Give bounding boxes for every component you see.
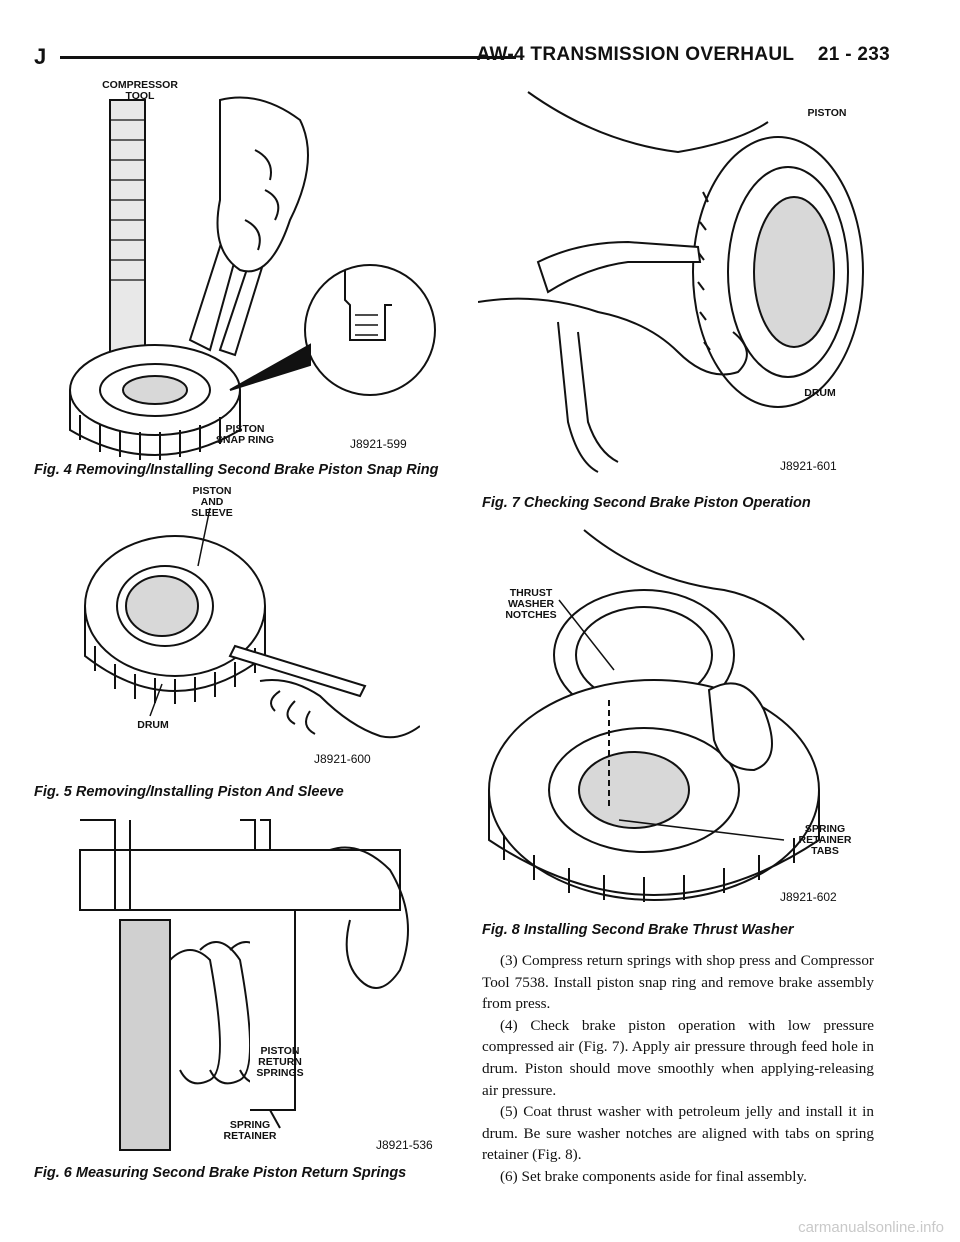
figure-4-code: J8921-599 [350, 437, 407, 451]
label-piston-fig7: PISTON [807, 107, 847, 119]
step-5: (5) Coat thrust washer with petroleum je… [482, 1103, 874, 1164]
figure-4-caption: Fig. 4 Removing/Installing Second Brake … [34, 462, 439, 478]
label-piston-snap-ring: PISTON SNAP RING [215, 423, 275, 446]
figure-8: THRUST WASHER NOTCHES SPRING RETAINER TA… [484, 520, 874, 910]
figure-7-code: J8921-601 [780, 459, 837, 473]
header-title: AW-4 TRANSMISSION OVERHAUL [476, 44, 795, 65]
label-spring-retainer-tabs: SPRING RETAINER TABS [798, 823, 852, 857]
figure-7: PISTON DRUM J8921-601 [478, 82, 878, 482]
watermark: carmanualsonline.info [798, 1219, 944, 1236]
figure-6-illustration [79, 819, 409, 1151]
figure-5-code: J8921-600 [314, 752, 371, 766]
figure-6: PISTON RETURN SPRINGS SPRING RETAINER J8… [60, 810, 460, 1160]
page-number: 21 - 233 [817, 44, 890, 65]
label-drum-fig7: DRUM [804, 387, 836, 399]
figure-6-caption: Fig. 6 Measuring Second Brake Piston Ret… [34, 1165, 407, 1181]
label-spring-retainer: SPRING RETAINER [223, 1119, 277, 1142]
procedure-steps: (3) Compress return springs with shop pr… [482, 950, 874, 1188]
step-4: (4) Check brake piston operation with lo… [482, 1016, 874, 1099]
figure-7-caption: Fig. 7 Checking Second Brake Piston Oper… [482, 495, 811, 511]
figure-6-code: J8921-536 [376, 1138, 433, 1152]
step-3: (3) Compress return springs with shop pr… [482, 952, 874, 1013]
figure-8-caption: Fig. 8 Installing Second Brake Thrust Wa… [482, 922, 794, 938]
figure-8-illustration [488, 529, 820, 902]
figure-4-illustration [69, 96, 436, 460]
figure-5-caption: Fig. 5 Removing/Installing Piston And Sl… [34, 784, 344, 800]
figure-8-code: J8921-602 [780, 890, 837, 904]
figure-7-illustration [478, 91, 864, 473]
header-title-group: AW-4 TRANSMISSION OVERHAUL 21 - 233 [477, 44, 890, 66]
section-letter: J [34, 44, 47, 69]
figure-4: COMPRESSOR TOOL PISTON SNAP RING J8921-5… [60, 80, 460, 460]
page-header: J AW-4 TRANSMISSION OVERHAUL 21 - 233 [34, 40, 890, 74]
header-rule [60, 56, 516, 59]
figure-5-illustration [84, 507, 420, 739]
label-compressor-tool: COMPRESSOR TOOL [102, 79, 178, 102]
figure-5: PISTON AND SLEEVE DRUM J8921-600 [80, 486, 420, 778]
label-piston-return-springs: PISTON RETURN SPRINGS [256, 1045, 304, 1079]
label-piston-and-sleeve: PISTON AND SLEEVE [191, 485, 233, 519]
step-6: (6) Set brake components aside for final… [500, 1167, 807, 1185]
label-thrust-washer-notches: THRUST WASHER NOTCHES [505, 587, 557, 621]
label-drum: DRUM [137, 719, 169, 731]
